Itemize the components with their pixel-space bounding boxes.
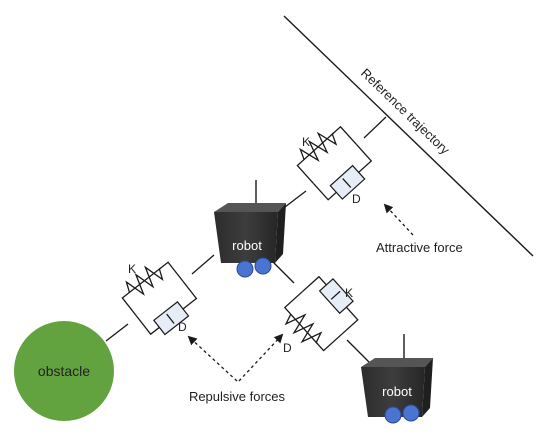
attractive-damper-body [329,164,366,200]
attractive-frame-top [296,125,358,184]
robot-main-wheel-right [254,257,272,275]
obstacle-damper-piston [166,313,175,324]
reference-trajectory-line [283,15,534,257]
robot-link-lower [346,339,370,363]
obstacle-link-obstacle [105,323,129,342]
attractive-spring [299,131,338,162]
repulsive-forces-label: Repulsive forces [189,389,286,404]
robot-k-label: K [345,286,353,300]
robot-second-label: robot [382,384,412,399]
robot-d-label: D [283,341,292,355]
robot-spring-damper: K D [272,261,370,363]
robot-second-wheel-left [384,406,402,424]
reference-trajectory-label: Reference trajectory [358,65,453,157]
attractive-d-label: D [352,192,361,206]
robot-second-body [361,367,425,417]
robot-main-wheel-left [236,260,254,278]
obstacle-circle [14,321,114,421]
repulsive-force-arrow-right [238,333,284,382]
obstacle-link-robot [191,254,215,275]
robot-main-label: robot [232,238,262,253]
attractive-link-trajectory [363,116,387,139]
robot-main-top [214,203,286,212]
obstacle-k-label: K [128,262,136,276]
obstacle-label: obstacle [38,363,90,379]
robot-main-side [275,203,286,263]
robot-frame-right [283,290,342,352]
obstacle-spring-damper: K D [105,254,215,342]
robot-damper-body [318,278,354,315]
robot-link-upper [272,261,295,284]
robot-spring [284,313,323,345]
robot-second-side [422,358,433,417]
robot-second: robot [361,334,433,424]
attractive-force-arrow [383,203,414,236]
attractive-force-label: Attractive force [376,240,463,255]
attractive-link-robot [284,190,307,208]
attractive-damper-piston [342,178,352,188]
obstacle-spring [125,265,164,296]
attractive-spring-damper: K D [284,116,387,208]
obstacle-damper-body [152,301,190,336]
robot-main-body [214,212,278,263]
robot-second-top [361,358,433,367]
obstacle-d-label: D [178,320,187,334]
robot-second-wheel-right [402,404,420,422]
robot-damper-piston [330,290,341,300]
attractive-k-label: K [302,135,310,149]
robot-main: robot [214,180,286,278]
repulsive-force-arrow-left [187,335,238,382]
obstacle-frame-top [121,261,184,318]
